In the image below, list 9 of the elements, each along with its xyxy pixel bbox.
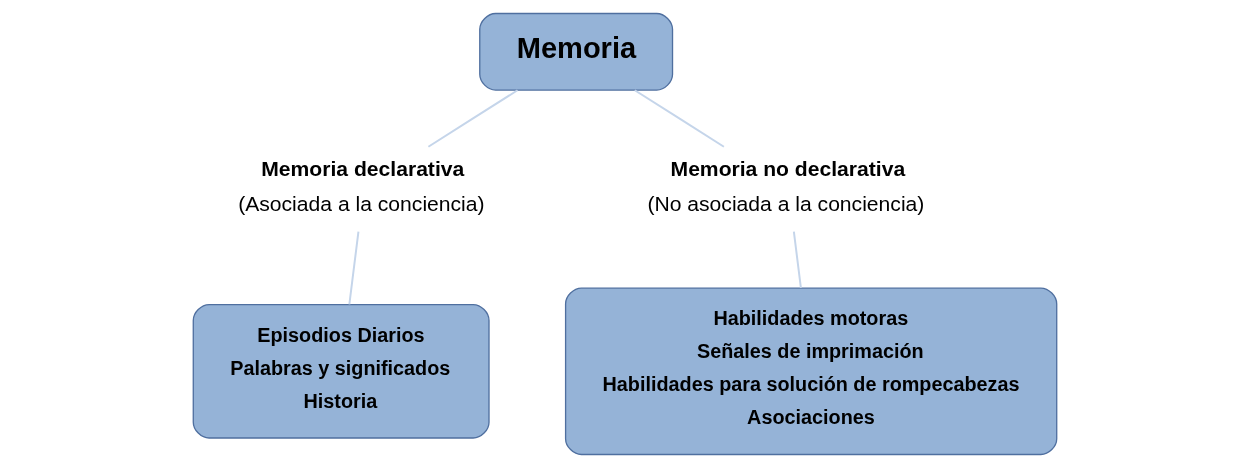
node-box: Episodios Diarios Palabras y significados Historia — [192, 303, 490, 439]
connector — [633, 89, 725, 148]
node-text: Memoria no declarativa (No asociada a la conciencia) — [646, 156, 924, 216]
connector — [347, 230, 359, 306]
connector — [426, 89, 518, 148]
node-box: Memoria — [478, 12, 673, 91]
connector — [792, 230, 802, 289]
node-text: Memoria declarativa (Asociada a la conciencia) — [237, 156, 485, 216]
node-box: Habilidades motoras Señales de imprimación Habilidades para solución de rompecabezas Asociaciones — [564, 287, 1057, 456]
